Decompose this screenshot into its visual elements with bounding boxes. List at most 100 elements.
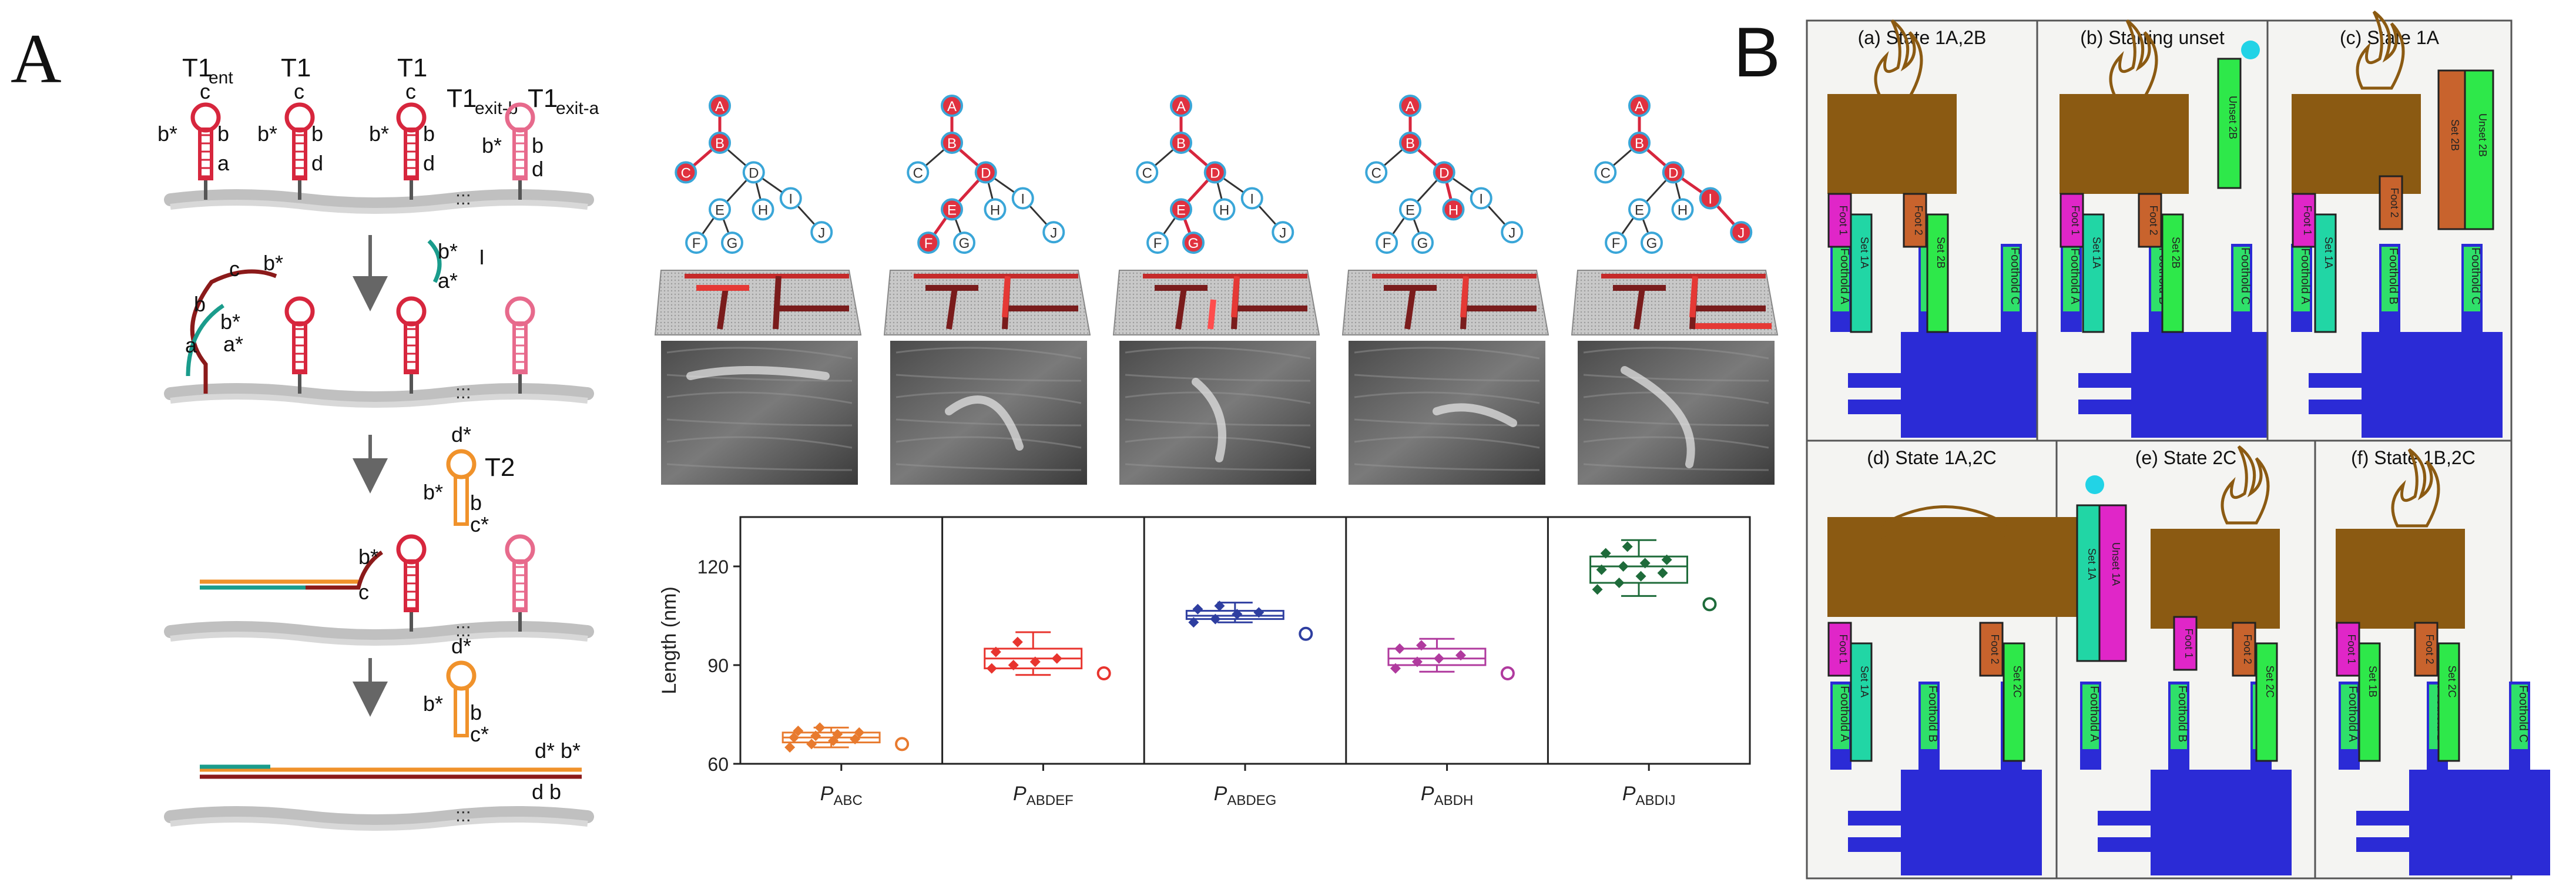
hairpin-t1-1 xyxy=(292,127,307,180)
tree-node-label: A xyxy=(1176,99,1186,115)
afm-walker-track xyxy=(1621,366,1695,468)
foot-2-e-label: Foot 2 xyxy=(2242,634,2253,664)
hairpin-exit-r3-loop xyxy=(505,534,535,565)
y-tick-label: 120 xyxy=(697,556,729,578)
tree-node-label: A xyxy=(1406,99,1415,115)
tree-node-label: I xyxy=(1479,192,1483,207)
set-1a-label: Set 1A xyxy=(2091,237,2102,269)
data-point xyxy=(1416,640,1427,651)
foothold-label: Foothold A xyxy=(1838,248,1851,304)
foothold-b xyxy=(2171,684,2187,749)
foot-2-d-label: Foot 2 xyxy=(1989,634,2001,664)
data-point xyxy=(1411,656,1423,667)
label-b-star: b* xyxy=(257,122,277,146)
data-point xyxy=(1390,663,1401,674)
unset-1a-label: Unset 1A xyxy=(2110,542,2122,586)
tree-node-d xyxy=(974,161,997,184)
tree-node-j xyxy=(1730,221,1753,244)
set-2c-label: Set 2C xyxy=(2011,665,2023,697)
label-c: c xyxy=(294,79,304,103)
data-point xyxy=(1029,656,1041,667)
track-branch xyxy=(773,276,781,330)
y-tick-label: 60 xyxy=(707,754,729,775)
label-c: c xyxy=(229,257,240,281)
foothold-label: Foothold A xyxy=(1838,686,1851,742)
afm-texture xyxy=(1583,374,1769,382)
category-label: PABDEG xyxy=(1214,783,1277,808)
fluorophore-icon xyxy=(2241,41,2260,59)
tree-node-c xyxy=(1136,161,1159,184)
tree-node-a xyxy=(941,95,963,117)
box-p_abdef xyxy=(984,631,1111,680)
hairpin-label-t1-exit-a: T1 xyxy=(528,84,558,113)
tree-node-e xyxy=(1170,198,1192,221)
unset-1a-strand xyxy=(2098,504,2127,662)
data-point xyxy=(1657,568,1668,579)
expected-value-marker xyxy=(1299,626,1313,641)
label-b: b xyxy=(423,122,435,146)
hairpin-exit-r2 xyxy=(512,321,528,374)
track-branch xyxy=(1175,287,1187,330)
set-1a-strand xyxy=(2082,213,2105,333)
data-point xyxy=(1008,660,1019,670)
track-rail xyxy=(1848,373,1930,388)
foot-2-f-label: Foot 2 xyxy=(2424,634,2436,664)
afm-texture xyxy=(1354,347,1540,360)
label-b-star: b* xyxy=(157,122,177,146)
tree-node-h xyxy=(1671,198,1694,221)
foothold-a xyxy=(2082,684,2099,749)
tree-node-label: F xyxy=(1383,236,1391,251)
tree-node-a xyxy=(1399,95,1421,117)
data-point xyxy=(1614,578,1625,588)
label-b-star: b* xyxy=(438,239,458,263)
tree-node-f xyxy=(685,231,708,254)
track-rail xyxy=(1848,811,1930,825)
tree-node-a xyxy=(1628,95,1651,117)
origami-tile xyxy=(1341,270,1549,335)
tree-node-d xyxy=(1203,161,1226,184)
afm-frame xyxy=(890,341,1087,485)
afm-texture xyxy=(1354,374,1540,382)
tree-node-label: G xyxy=(1646,236,1658,251)
active-path xyxy=(1002,276,1011,318)
unset-strand-coil xyxy=(2391,448,2440,528)
foothold-c xyxy=(2233,247,2250,311)
set-2b-label: Set 2B xyxy=(2170,237,2182,269)
label-a: a xyxy=(185,333,197,357)
tree-node-label: H xyxy=(1219,202,1229,218)
hairpin-exit xyxy=(512,127,528,180)
data-point xyxy=(1622,541,1633,552)
tree-node-label: C xyxy=(1601,165,1611,181)
t2-loop-r4 xyxy=(446,660,477,691)
hairpin-t1-0-loop xyxy=(190,102,221,133)
afm-texture xyxy=(666,347,853,360)
tree-node-label: D xyxy=(1210,165,1220,181)
track-rail xyxy=(2078,400,2161,414)
data-point xyxy=(810,730,821,741)
origami-surface-edge xyxy=(170,817,588,831)
walker-body-d-right xyxy=(1951,517,2080,617)
foothold-c xyxy=(2511,684,2528,749)
tree-node-label: B xyxy=(1635,136,1644,152)
tree-node-h xyxy=(1213,198,1236,221)
tree-node-i xyxy=(1240,187,1263,210)
data-point xyxy=(990,646,1001,657)
tree-node-label: E xyxy=(1406,202,1415,218)
afm-texture xyxy=(895,418,1082,427)
tree-node-a xyxy=(709,95,731,117)
foothold-a xyxy=(2341,684,2357,749)
data-point xyxy=(1639,558,1651,569)
foot-2-f xyxy=(2414,622,2439,677)
tree-node-label: C xyxy=(681,165,691,181)
tree-node-e xyxy=(1399,198,1421,221)
data-point xyxy=(850,734,861,744)
unset-strand-coil xyxy=(2109,19,2158,99)
track-rail xyxy=(2078,373,2161,388)
hairpin-label-t1-ent: T1 xyxy=(182,53,212,82)
tree-node-h xyxy=(752,198,774,221)
origami-surface xyxy=(164,806,594,827)
label-d-star-b-star: d* b* xyxy=(535,739,581,763)
tree-node-label: F xyxy=(1612,236,1621,251)
tree-node-label: C xyxy=(1142,165,1152,181)
